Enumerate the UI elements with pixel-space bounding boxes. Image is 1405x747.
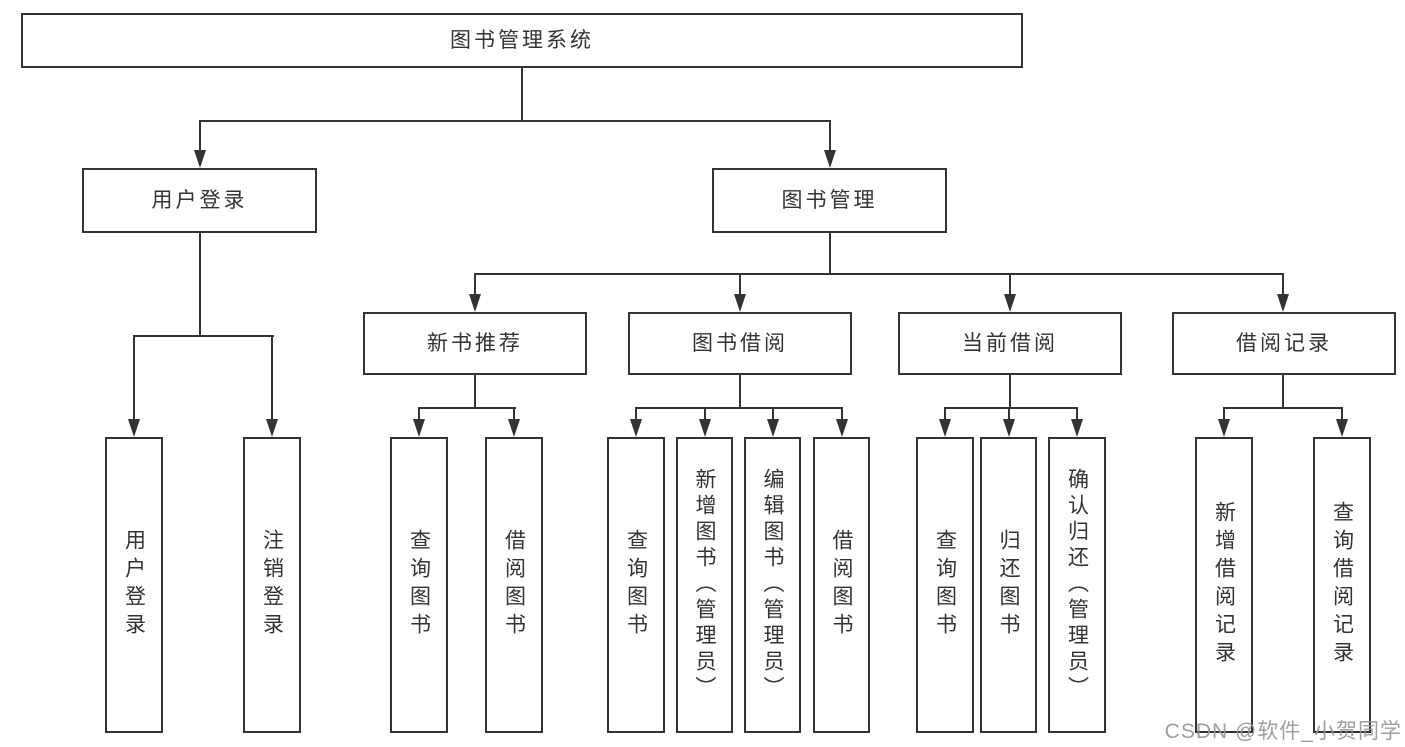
leaf-confirm-return-admin: 确认归还（管理员） <box>1048 437 1106 733</box>
connector-line <box>829 233 831 275</box>
connector-line <box>133 335 274 337</box>
connector-line <box>199 120 831 122</box>
connector-line <box>1282 273 1284 296</box>
leaf-return-books: 归还图书 <box>980 437 1037 733</box>
connector-line <box>133 335 135 421</box>
arrowhead-down-icon <box>824 150 836 168</box>
node-book-borrow: 图书借阅 <box>628 312 852 375</box>
connector-line <box>1076 407 1078 421</box>
connector-line <box>474 375 476 409</box>
arrowhead-down-icon <box>1071 419 1083 437</box>
connector-line <box>1341 407 1343 421</box>
arrowhead-down-icon <box>939 419 951 437</box>
connector-line <box>474 273 476 296</box>
node-user-login: 用户登录 <box>82 168 317 233</box>
arrowhead-down-icon <box>508 419 520 437</box>
connector-line <box>418 407 516 409</box>
arrowhead-down-icon <box>1218 419 1230 437</box>
leaf-query-books-current: 查询图书 <box>916 437 974 733</box>
connector-line <box>199 233 201 337</box>
arrowhead-down-icon <box>630 419 642 437</box>
connector-line <box>739 375 741 409</box>
connector-line <box>521 68 523 122</box>
arrowhead-down-icon <box>836 419 848 437</box>
csdn-watermark: CSDN @软件_小贺同学 <box>1164 720 1402 743</box>
connector-line <box>704 407 706 421</box>
node-current-borrow: 当前借阅 <box>898 312 1122 375</box>
connector-line <box>772 407 774 421</box>
connector-line <box>635 407 843 409</box>
connector-line <box>944 407 1078 409</box>
node-borrow-records: 借阅记录 <box>1172 312 1396 375</box>
leaf-user-login: 用户登录 <box>105 437 163 733</box>
connector-line <box>513 407 515 421</box>
leaf-borrow-books-recommend: 借阅图书 <box>485 437 543 733</box>
connector-line <box>944 407 946 421</box>
arrowhead-down-icon <box>1003 419 1015 437</box>
leaf-add-book-admin: 新增图书（管理员） <box>676 437 733 733</box>
connector-line <box>418 407 420 421</box>
leaf-add-borrow-record: 新增借阅记录 <box>1195 437 1253 733</box>
connector-line <box>1282 375 1284 409</box>
arrowhead-down-icon <box>128 419 140 437</box>
leaf-edit-book-admin: 编辑图书（管理员） <box>744 437 801 733</box>
connector-line <box>1008 407 1010 421</box>
arrowhead-down-icon <box>699 419 711 437</box>
arrowhead-down-icon <box>194 150 206 168</box>
connector-line <box>635 407 637 421</box>
node-root-system: 图书管理系统 <box>21 13 1023 68</box>
node-book-management: 图书管理 <box>712 168 947 233</box>
leaf-query-borrow-record: 查询借阅记录 <box>1313 437 1371 733</box>
connector-line <box>474 273 1284 275</box>
connector-line <box>1009 273 1011 296</box>
connector-line <box>1223 407 1225 421</box>
arrowhead-down-icon <box>1336 419 1348 437</box>
connector-line <box>739 273 741 296</box>
arrowhead-down-icon <box>767 419 779 437</box>
connector-line <box>829 120 831 152</box>
leaf-borrow-books: 借阅图书 <box>813 437 870 733</box>
connector-line <box>199 120 201 152</box>
arrowhead-down-icon <box>1277 294 1289 312</box>
arrowhead-down-icon <box>469 294 481 312</box>
leaf-logout: 注销登录 <box>243 437 301 733</box>
connector-line <box>841 407 843 421</box>
arrowhead-down-icon <box>266 419 278 437</box>
arrowhead-down-icon <box>1004 294 1016 312</box>
arrowhead-down-icon <box>413 419 425 437</box>
connector-line <box>271 335 273 421</box>
connector-line <box>1223 407 1343 409</box>
leaf-query-books-borrow: 查询图书 <box>607 437 665 733</box>
connector-line <box>1009 375 1011 409</box>
arrowhead-down-icon <box>734 294 746 312</box>
leaf-query-books-recommend: 查询图书 <box>390 437 448 733</box>
node-new-book-recommend: 新书推荐 <box>363 312 587 375</box>
